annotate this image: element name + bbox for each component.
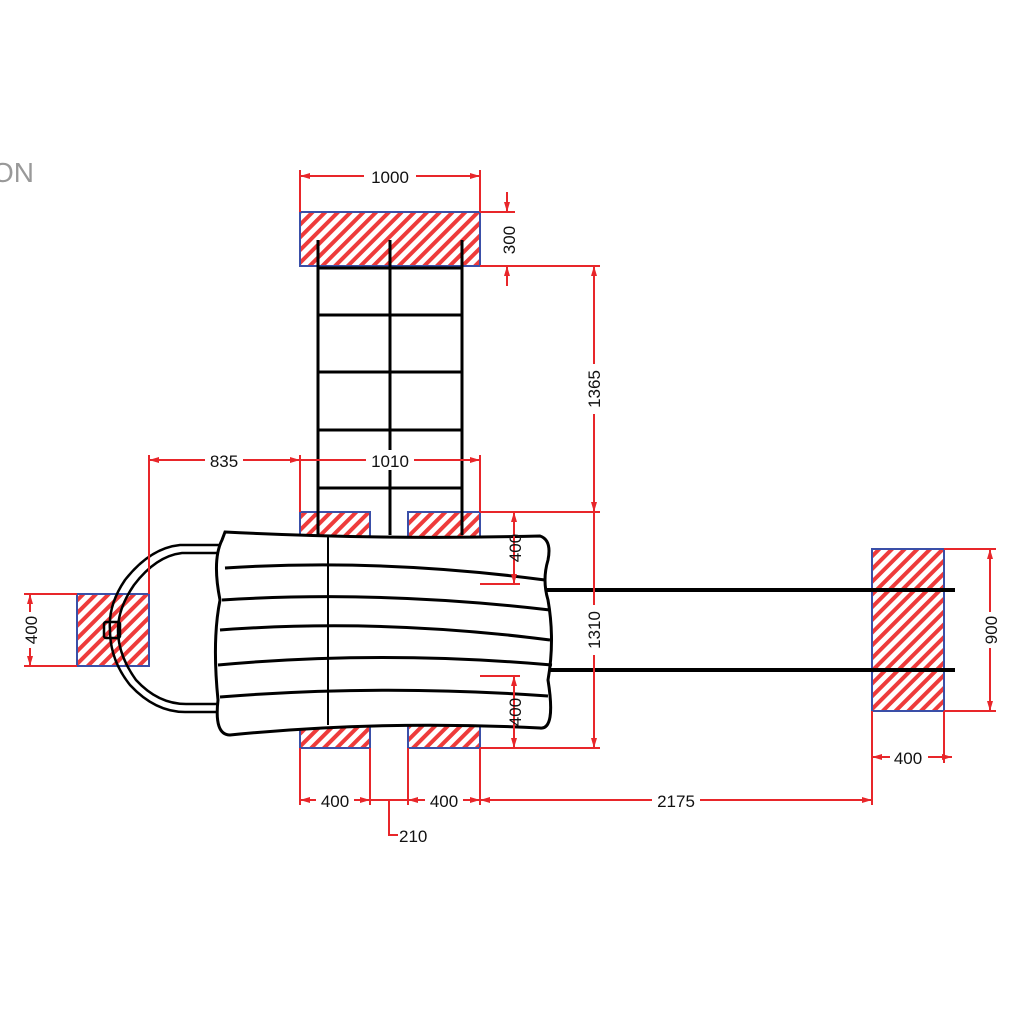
dim-1365: 1365 [585,370,604,408]
dim-400-bottom-1: 400 [321,792,349,811]
dim-400-bottom-2: 400 [430,792,458,811]
dimension-lines [24,170,996,836]
dim-400-upper: 400 [506,534,525,562]
dim-300: 300 [500,226,519,254]
dim-400-right: 400 [894,749,922,768]
dim-1310: 1310 [585,611,604,649]
dim-835: 835 [210,452,238,471]
side-handle [102,543,222,714]
ladder [316,240,464,535]
dim-900: 900 [982,616,1001,644]
dim-2175: 2175 [657,792,695,811]
dimension-labels: 1000 300 1365 1310 835 1010 400 400 400 … [20,166,1001,846]
platform-deck [213,530,553,737]
dim-400-left: 400 [22,616,41,644]
slide-rails [545,588,955,672]
title-fragment: ON [0,157,34,188]
dim-1000: 1000 [371,168,409,187]
dim-400-lower: 400 [506,698,525,726]
dim-210: 210 [399,827,427,846]
footing-right [871,548,945,712]
dim-1010: 1010 [371,452,409,471]
